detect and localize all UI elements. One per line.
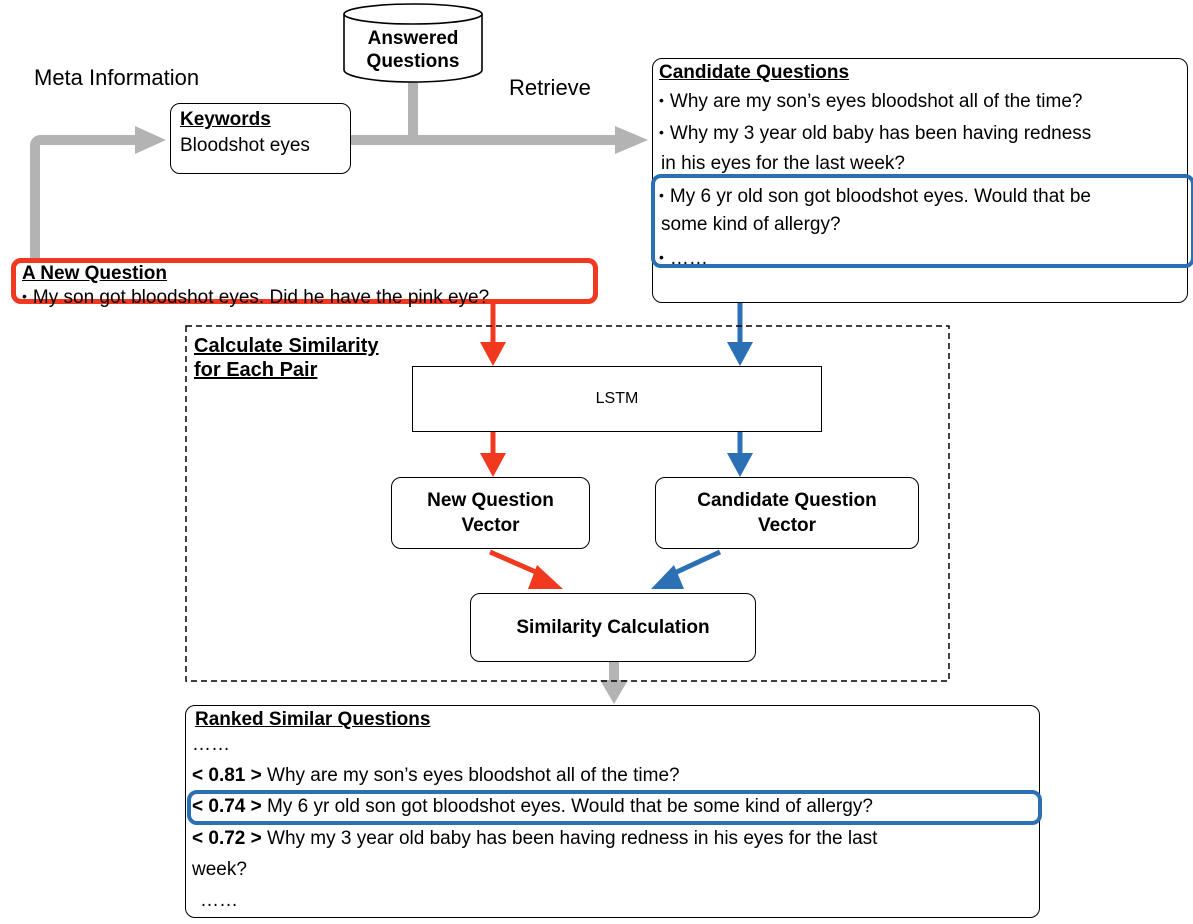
blue-arrow-1-head <box>727 342 753 366</box>
meta-information-label: Meta Information <box>34 65 200 90</box>
candidate-text-3: My 6 yr old son got bloodshot eyes. Woul… <box>669 186 1091 207</box>
keywords-box: Keywords Bloodshot eyes <box>170 103 351 174</box>
red-arrow-2-head <box>480 453 506 477</box>
bullet-icon: • <box>659 124 664 140</box>
keywords-title: Keywords <box>180 109 271 130</box>
blue-arrow-3-head <box>651 565 684 589</box>
candidate-item-4: • …… <box>659 243 1181 273</box>
new-question-item: • My son got bloodshot eyes. Did he have … <box>22 284 489 310</box>
ranked-row-2: < 0.74 > My 6 yr old son got bloodshot e… <box>192 793 1033 821</box>
ranked-row-3-cont: week? <box>192 859 247 880</box>
ranked-score-3: < 0.72 > <box>192 828 262 849</box>
ranked-title: Ranked Similar Questions <box>195 709 431 730</box>
cand-vector-line2: Vector <box>757 515 817 536</box>
lstm-label: LSTM <box>595 390 639 407</box>
bullet-icon: • <box>22 288 27 304</box>
ranked-ellipsis-top: …… <box>192 734 230 755</box>
candidate-item-2-cont: in his eyes for the last week? <box>661 153 905 174</box>
lstm-box: LSTM <box>412 366 822 432</box>
bullet-icon: • <box>659 92 664 108</box>
retrieve-label: Retrieve <box>509 75 591 100</box>
retrieve-arrowhead <box>615 126 648 154</box>
candidate-questions-title: Candidate Questions <box>659 62 850 83</box>
ranked-arrowhead <box>600 680 628 704</box>
ranked-row-3: < 0.72 > Why my 3 year old baby has been… <box>192 825 1033 853</box>
new-vector-line2: Vector <box>461 515 520 536</box>
ranked-questions-box: Ranked Similar Questions …… < 0.81 > Why… <box>185 705 1040 918</box>
similarity-calc-label: Similarity Calculation <box>516 616 710 638</box>
database-cylinder <box>343 3 483 83</box>
new-vector-line1: New Question <box>427 490 554 511</box>
ranked-text-3: Why my 3 year old baby has been having r… <box>267 828 878 849</box>
candidate-questions-box: Candidate Questions • Why are my son’s ey… <box>652 58 1188 303</box>
meta-connector <box>30 135 138 258</box>
candidate-text-2: Why my 3 year old baby has been having r… <box>669 123 1092 144</box>
ranked-text-2: My 6 yr old son got bloodshot eyes. Woul… <box>267 796 873 817</box>
cand-vector-line1: Candidate Question <box>697 490 877 511</box>
ranked-highlight <box>187 790 1042 825</box>
new-question-vector-box: New Question Vector <box>391 477 590 549</box>
similarity-calculation-box: Similarity Calculation <box>470 593 756 662</box>
bullet-icon: • <box>659 187 664 203</box>
candidate-item-1: • Why are my son’s eyes bloodshot all of … <box>659 86 1181 116</box>
new-question-box: A New Question • My son got bloodshot eye… <box>11 258 598 308</box>
db-label-line1: Answered <box>367 28 459 49</box>
candidate-ellipsis: …… <box>669 248 708 269</box>
ranked-ellipsis-bottom: …… <box>200 890 238 911</box>
ranked-text-1: Why are my son’s eyes bloodshot all of t… <box>267 765 680 786</box>
similarity-title-line1: Calculate Similarity <box>194 335 379 357</box>
new-question-title: A New Question <box>22 263 167 284</box>
similarity-title-line2: for Each Pair <box>194 359 318 381</box>
ranked-score-2: < 0.74 > <box>192 796 262 817</box>
candidate-item-2: • Why my 3 year old baby has been having … <box>659 118 1181 148</box>
candidate-question-vector-box: Candidate Question Vector <box>655 477 919 549</box>
red-arrow-1-head <box>480 342 506 366</box>
similarity-region-title: Calculate Similarity for Each Pair <box>194 334 379 382</box>
bullet-icon: • <box>659 249 664 265</box>
keywords-value: Bloodshot eyes <box>180 135 310 156</box>
candidate-item-3: • My 6 yr old son got bloodshot eyes. Wou… <box>659 181 1181 211</box>
candidate-text-1: Why are my son’s eyes bloodshot all of t… <box>669 91 1083 112</box>
ranked-row-1: < 0.81 > Why are my son’s eyes bloodshot… <box>192 762 1033 790</box>
new-question-text: My son got bloodshot eyes. Did he have t… <box>32 287 490 308</box>
red-arrow-3-head <box>528 565 563 589</box>
candidate-highlight <box>651 174 1193 268</box>
candidate-item-3-cont: some kind of allergy? <box>661 214 841 235</box>
db-label-line2: Questions <box>366 51 460 72</box>
meta-arrowhead <box>135 126 166 154</box>
blue-arrow-2-head <box>727 453 753 477</box>
answered-questions-db: Answered Questions <box>344 24 482 76</box>
ranked-score-1: < 0.81 > <box>192 765 262 786</box>
similarity-region-border <box>185 325 950 682</box>
